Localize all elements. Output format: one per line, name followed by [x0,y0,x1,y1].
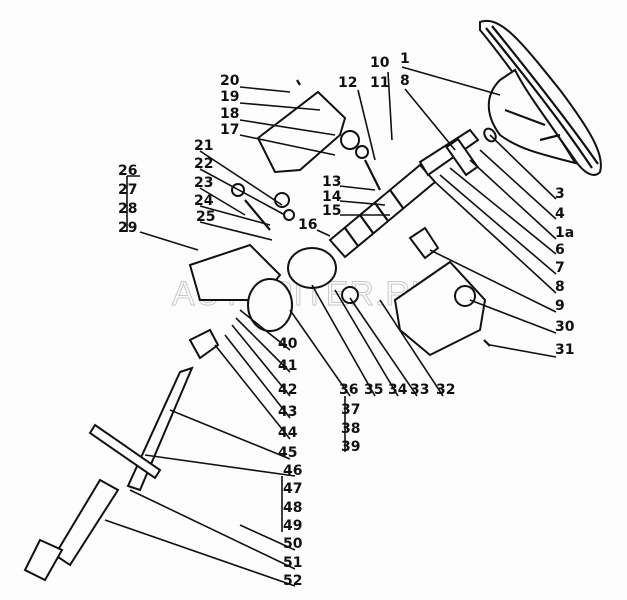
label-33: 33 [410,382,429,398]
label-29: 29 [118,220,137,236]
label-8: 8 [555,279,565,295]
leader-lines [104,66,557,587]
label-44: 44 [278,425,298,441]
label-52: 52 [283,573,302,589]
label-45: 45 [278,445,297,461]
label-4: 4 [555,206,565,222]
label-35: 35 [364,382,383,398]
label-32: 32 [436,382,455,398]
label-11: 11 [370,75,389,91]
label-16: 16 [298,217,317,233]
label-27: 27 [118,182,137,198]
label-3: 3 [555,186,565,202]
label-37: 37 [341,402,360,418]
label-9: 9 [555,298,565,314]
label-18: 18 [220,106,239,122]
label-31: 31 [555,342,574,358]
label-43: 43 [278,404,297,420]
label-20: 20 [220,73,240,89]
label-26: 26 [118,163,137,179]
label-24: 24 [194,193,214,209]
label-38: 38 [341,421,360,437]
steering-wheel [479,19,602,176]
label-14: 14 [322,189,342,205]
label-34: 34 [388,382,408,398]
label-46: 46 [283,463,302,479]
label-39: 39 [341,439,360,455]
label-13: 13 [322,174,341,190]
label-17: 17 [220,122,239,138]
label-1a: 1a [555,225,574,241]
label-19: 19 [220,89,239,105]
label-7: 7 [555,260,565,276]
label-22: 22 [194,156,213,172]
lower-shaft [23,328,220,582]
label-50: 50 [283,536,303,552]
label-1: 1 [400,51,410,67]
label-6: 6 [555,242,565,258]
label-49: 49 [283,518,302,534]
label-42: 42 [278,382,297,398]
label-10: 10 [370,55,390,71]
bracket-plate [256,79,381,191]
label-48: 48 [283,500,302,516]
label-12: 12 [338,75,357,91]
part-number-labels: 1 8 10 11 12 20 19 18 17 21 22 23 24 25 … [118,51,575,589]
label-36: 36 [339,382,358,398]
label-28: 28 [118,201,137,217]
label-25: 25 [196,209,215,225]
label-15: 15 [322,203,341,219]
label-40: 40 [278,336,298,352]
label-8-top: 8 [400,73,410,89]
label-21: 21 [194,138,213,154]
label-41: 41 [278,358,297,374]
label-30: 30 [555,319,575,335]
label-47: 47 [283,481,302,497]
label-51: 51 [283,555,302,571]
label-23: 23 [194,175,213,191]
